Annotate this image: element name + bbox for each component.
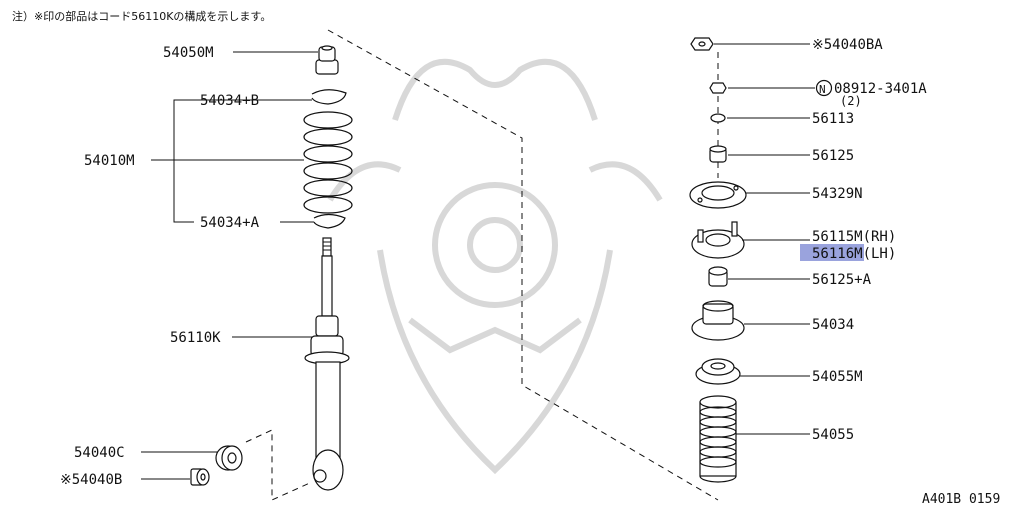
- dashed-bushing-outline: [245, 429, 313, 501]
- part-label-54040BA[interactable]: ※54040BA: [812, 37, 883, 53]
- part-label-54040C[interactable]: 54040C: [74, 445, 125, 461]
- insulator-54329N[interactable]: [689, 181, 747, 209]
- washer-56113[interactable]: [710, 113, 726, 123]
- n-prefix: N: [819, 83, 826, 96]
- nut-54040BA[interactable]: [690, 37, 714, 51]
- part-label-54055M[interactable]: 54055M: [812, 369, 863, 385]
- part-label-56125[interactable]: 56125: [812, 148, 854, 164]
- part-label-54055[interactable]: 54055: [812, 427, 854, 443]
- shock-absorber-56110K[interactable]: [304, 237, 350, 491]
- mount-56115M[interactable]: [691, 221, 745, 259]
- bushing-54040C[interactable]: [215, 445, 243, 471]
- part-label-08912-3401A[interactable]: N 08912-3401A (2): [815, 79, 928, 109]
- dashed-assembly-outline: [327, 29, 719, 501]
- part-label-56125-A[interactable]: 56125+A: [812, 272, 872, 288]
- coil-spring-54010M[interactable]: [303, 111, 353, 214]
- bump-stopper-54050M[interactable]: [315, 45, 339, 75]
- bump-stopper-54055M[interactable]: [695, 358, 741, 385]
- highlight-box: [800, 244, 864, 261]
- bushing-56125[interactable]: [709, 145, 727, 163]
- part-label-54010M[interactable]: 54010M: [84, 153, 135, 169]
- part-label-56115M[interactable]: 56115M(RH): [812, 229, 896, 245]
- quantity: (2): [840, 94, 862, 108]
- figure-code: A401B 0159: [922, 492, 1000, 507]
- part-label-54040B[interactable]: ※54040B: [60, 472, 122, 488]
- part-label-54050M[interactable]: 54050M: [163, 45, 214, 61]
- part-label-54034-B[interactable]: 54034+B: [200, 93, 259, 109]
- part-label-56110K[interactable]: 56110K: [170, 330, 221, 346]
- nut-54040B[interactable]: [190, 468, 210, 486]
- spring-seat-upper-part[interactable]: [311, 89, 347, 105]
- watermark-emblem: [327, 58, 663, 475]
- n-circle-icon: [815, 79, 833, 97]
- part-number: 08912-3401A: [834, 81, 927, 97]
- dust-boot-54055[interactable]: [699, 395, 737, 483]
- part-label-54034-A[interactable]: 54034+A: [200, 215, 260, 231]
- part-label-56113[interactable]: 56113: [812, 111, 854, 127]
- bushing-56125-A[interactable]: [708, 266, 728, 287]
- diagram-note: 注）※印の部品はコード56110Kの構成を示します。: [12, 9, 271, 23]
- part-label-54034[interactable]: 54034: [812, 317, 854, 333]
- part-label-56116M[interactable]: 56116M(LH): [812, 246, 896, 262]
- spring-seat-lower-part[interactable]: [313, 213, 346, 229]
- nut-08912-3401A[interactable]: [709, 82, 727, 94]
- spring-seat-54034[interactable]: [691, 300, 745, 341]
- part-label-54329N[interactable]: 54329N: [812, 186, 863, 202]
- leader-line: [173, 99, 280, 223]
